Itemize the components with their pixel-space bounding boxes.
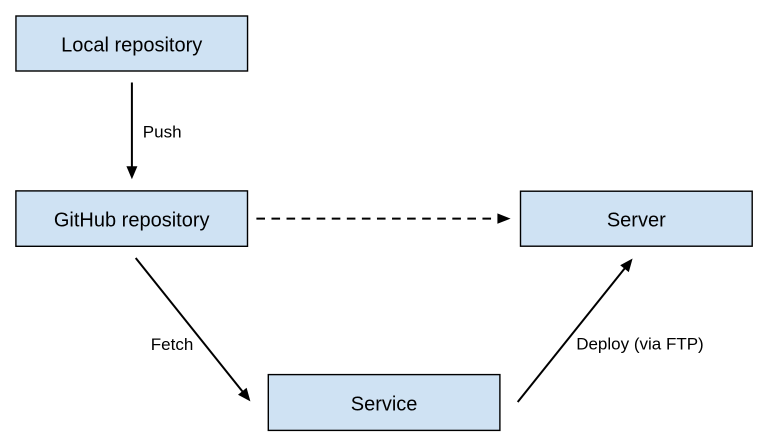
svg-text:Push: Push — [143, 122, 182, 141]
svg-text:GitHub repository: GitHub repository — [54, 210, 210, 232]
svg-text:Deploy (via FTP): Deploy (via FTP) — [576, 335, 704, 354]
svg-text:Service: Service — [351, 394, 418, 416]
svg-text:Local repository: Local repository — [61, 34, 202, 56]
svg-text:Server: Server — [607, 210, 666, 232]
svg-text:Fetch: Fetch — [151, 335, 194, 354]
